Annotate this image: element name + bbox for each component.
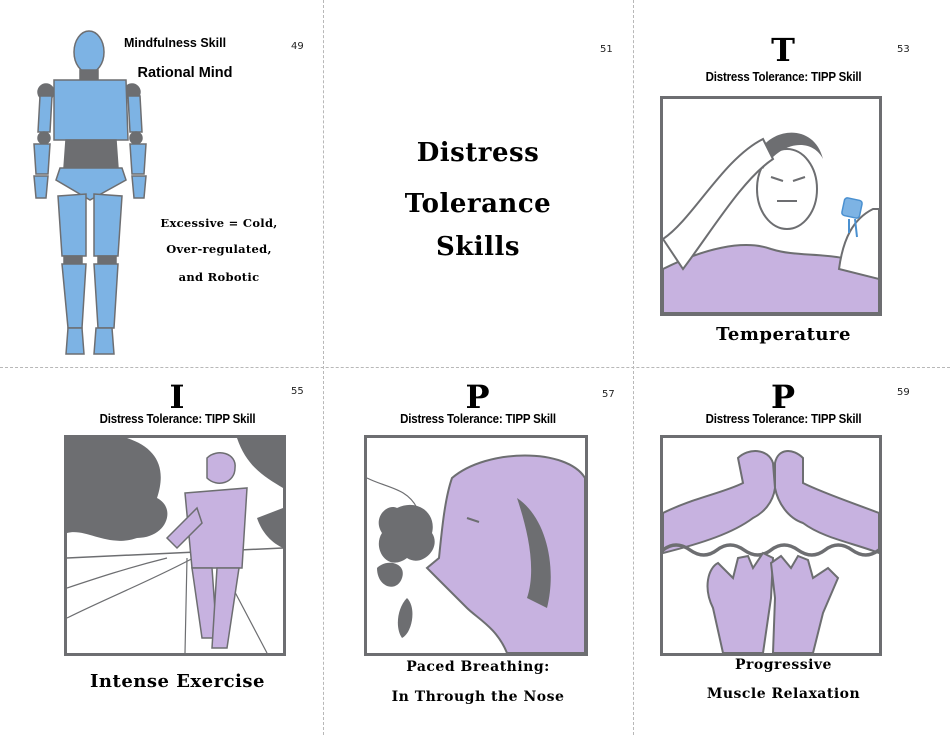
fists-and-open-hands-illustration xyxy=(663,450,879,653)
illustration-frame xyxy=(64,435,286,656)
title-line-3: Skills xyxy=(435,232,521,262)
card-section-title: 51 Distress Tolerance Skills xyxy=(323,0,633,367)
card-intense-exercise: 55 I Distress Tolerance: TIPP Skill Inte… xyxy=(0,367,323,735)
robot-illustration xyxy=(33,30,147,355)
page-number: 55 xyxy=(291,386,304,397)
woman-smelling-rose-illustration xyxy=(367,454,585,653)
card-caption-line-2: Muscle Relaxation xyxy=(706,686,861,702)
page-number: 51 xyxy=(600,44,613,55)
tipp-letter: P xyxy=(770,378,797,416)
tipp-letter: T xyxy=(771,31,796,69)
card-subtitle: Distress Tolerance: TIPP Skill xyxy=(705,70,862,84)
card-rational-mind: 49 Mindfulness Skill Rational Mind Exces… xyxy=(0,0,323,367)
card-caption-line-1: Progressive xyxy=(735,657,832,673)
card-caption-line-1: Temperature xyxy=(716,324,851,345)
card-heading: Mindfulness Skill xyxy=(123,36,227,50)
man-holding-ice-cube-illustration xyxy=(663,132,879,313)
body-line-2: Over-regulated, xyxy=(166,242,272,256)
card-subtitle: Distress Tolerance: TIPP Skill xyxy=(400,412,556,426)
card-subtitle: Distress Tolerance: TIPP Skill xyxy=(705,412,862,426)
card-subtitle: Distress Tolerance: TIPP Skill xyxy=(99,412,256,426)
illustration-frame xyxy=(660,96,882,316)
body-line-1: Excessive = Cold, xyxy=(160,216,278,230)
illustration-frame xyxy=(660,435,882,656)
title-line-1: Distress xyxy=(416,138,540,168)
tipp-letter: P xyxy=(465,378,491,416)
page-number: 59 xyxy=(897,387,910,398)
man-running-illustration xyxy=(67,438,283,653)
card-paced-breathing: 57 P Distress Tolerance: TIPP Skill Pace… xyxy=(323,367,633,735)
title-line-2: Tolerance xyxy=(404,189,552,219)
body-line-3: and Robotic xyxy=(178,270,260,284)
card-progressive-muscle-relaxation: 59 P Distress Tolerance: TIPP Skill Prog… xyxy=(633,367,950,735)
tipp-letter: I xyxy=(169,378,186,416)
card-title: Rational Mind xyxy=(137,65,233,81)
card-caption-line-1: Intense Exercise xyxy=(90,671,265,692)
card-caption-line-2: In Through the Nose xyxy=(391,689,565,705)
page-number: 49 xyxy=(291,41,304,52)
cut-line-horizontal xyxy=(0,367,950,368)
card-caption-line-1: Paced Breathing: xyxy=(406,659,550,675)
page-number: 57 xyxy=(602,389,615,400)
illustration-frame xyxy=(364,435,588,656)
page-number: 53 xyxy=(897,44,910,55)
card-temperature: 53 T Distress Tolerance: TIPP Skill Temp… xyxy=(633,0,950,367)
